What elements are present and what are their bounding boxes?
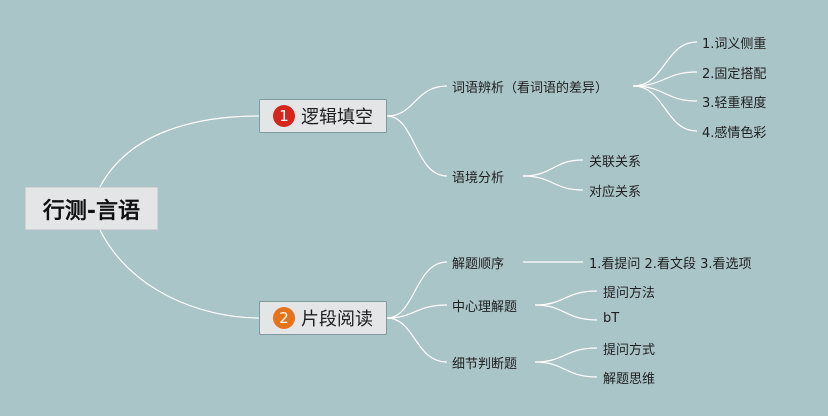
root-label: 行测-言语 [42, 198, 141, 224]
connector-s11-l1 [632, 41, 698, 87]
topic-detail-judgment[interactable]: 细节判断题 [452, 357, 518, 372]
leaf-item[interactable]: 3.轻重程度 [702, 96, 767, 111]
topic-solving-order[interactable]: 解题顺序 [452, 257, 505, 272]
connector-s22-l1 [534, 290, 598, 306]
connector-s11-l2 [632, 71, 698, 87]
connector-s11-l3 [632, 85, 698, 102]
leaf-item[interactable]: 解题思维 [603, 372, 656, 387]
leaf-item[interactable]: 对应关系 [589, 185, 642, 200]
branch-label: 片段阅读 [301, 309, 373, 330]
branch-number-2: 2 [273, 307, 295, 329]
leaf-item[interactable]: 4.感情色彩 [702, 126, 767, 141]
connector-b2-s3 [386, 317, 448, 363]
topic-context-analysis[interactable]: 语境分析 [452, 171, 505, 186]
connector-s11-l4 [632, 85, 698, 132]
branch-logic-fill[interactable]: 1 逻辑填空 [259, 99, 387, 133]
branch-label: 逻辑填空 [301, 107, 373, 128]
root-node[interactable]: 行测-言语 [25, 187, 158, 230]
connector-s22-l2 [534, 304, 598, 321]
leaf-item[interactable]: 提问方法 [603, 286, 656, 301]
leaf-item[interactable]: bT [603, 311, 620, 326]
connector-b2-s2 [386, 304, 448, 319]
connector-root-b2 [99, 229, 261, 319]
connector-s12-l2 [522, 175, 584, 191]
leaf-item[interactable]: 2.固定搭配 [702, 67, 767, 82]
branch-passage-reading[interactable]: 2 片段阅读 [259, 301, 387, 335]
connector-s23-l1 [534, 347, 598, 363]
connector-s23-l2 [534, 361, 598, 378]
topic-word-analysis[interactable]: 词语辨析（看词语的差异） [452, 81, 609, 96]
leaf-item[interactable]: 关联关系 [589, 155, 642, 170]
connector-s12-l1 [522, 159, 584, 177]
leaf-item[interactable]: 1.词义侧重 [702, 37, 767, 52]
leaf-item[interactable]: 提问方式 [603, 343, 656, 358]
topic-main-idea[interactable]: 中心理解题 [452, 300, 518, 315]
branch-number-1: 1 [273, 105, 295, 127]
connector-b2-s1 [386, 261, 448, 319]
connector-b1-s1 [386, 85, 448, 117]
leaf-item[interactable]: 1.看提问 2.看文段 3.看选项 [589, 257, 752, 272]
connector-b1-s2 [386, 115, 448, 177]
connector-root-b1 [99, 115, 261, 188]
